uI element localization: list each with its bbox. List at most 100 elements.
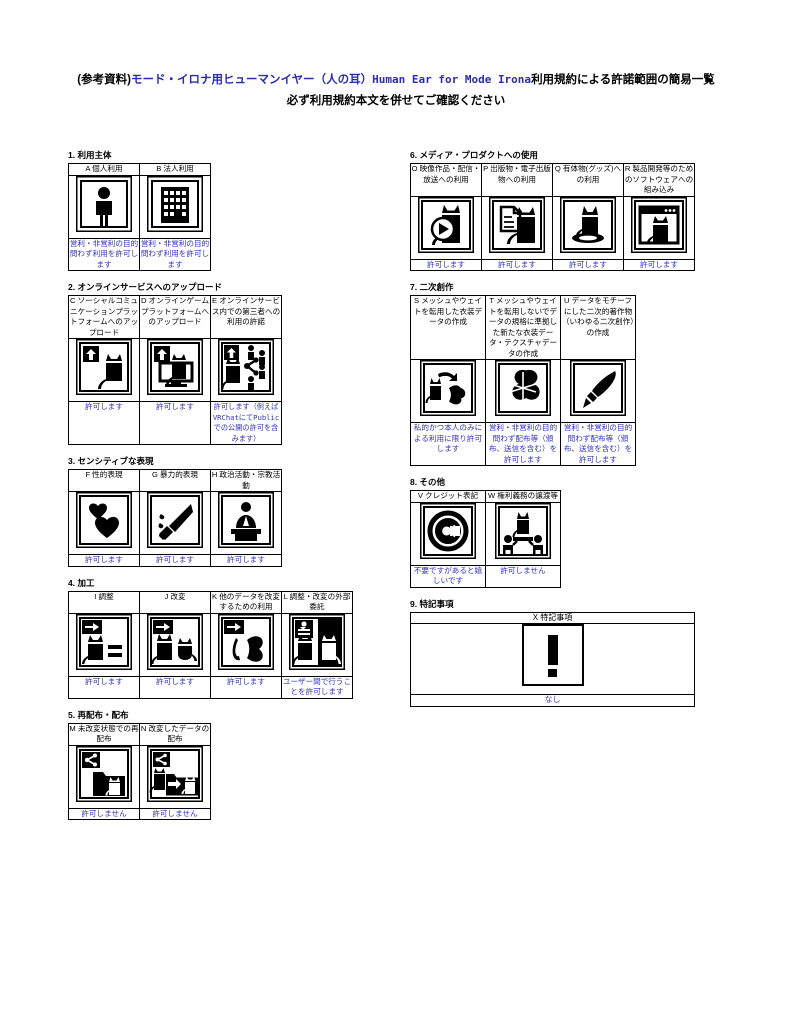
cell-header-C: C ソーシャルコミュニケーションプラットフォームへのアップロード	[68, 295, 140, 339]
section-9-table: X 特記事項 なし	[410, 611, 695, 707]
cell-icon-L	[281, 612, 353, 677]
cell-header-T: T メッシュやウェイトを転用しないでデータの規格に準拠した新たな衣装データ・テク…	[485, 295, 561, 360]
icon-row	[68, 491, 282, 555]
note-row: なし	[410, 694, 695, 707]
section-8: 8. その他 V クレジット表記 W 権利義務の譲渡等	[410, 477, 710, 588]
cell-header-U: U データをモチーフにした二次的著作物（いわゆる二次創作）の作成	[560, 295, 636, 360]
header-row: V クレジット表記 W 権利義務の譲渡等	[410, 490, 561, 503]
upload-share-people-icon	[218, 339, 274, 395]
cell-header-I: I 調整	[68, 590, 140, 614]
header-row: F 性的表現 G 暴力的表現 H 政治活動・宗教活動	[68, 469, 282, 492]
cell-note-S: 私的かつ本人のみによる利用に限り許可します	[410, 422, 486, 466]
cell-header-E: E オンラインサービス内での第三者への利用の許諾	[210, 295, 282, 339]
section-7-table: S メッシュやウェイトを転用した衣装データの作成 T メッシュやウェイトを転用し…	[410, 295, 636, 466]
cell-note-F: 許可します	[68, 554, 140, 567]
cell-icon-C	[68, 338, 140, 402]
icon-row	[410, 359, 636, 423]
cell-note-Q: 許可します	[552, 258, 624, 271]
header-row: I 調整 J 改変 K 他のデータを改変するための利用 L 調整・改変の外部委託	[68, 590, 353, 614]
cell-note-M: 許可しません	[68, 807, 140, 820]
cell-icon-H	[210, 491, 282, 555]
video-play-cat-icon	[418, 196, 474, 253]
cell-note-K: 許可します	[210, 675, 282, 699]
cell-header-N: N 改変したデータの配布	[139, 722, 211, 746]
arrow-tail-cloth-icon	[218, 613, 274, 670]
cell-header-G: G 暴力的表現	[139, 469, 211, 492]
cell-note-N: 許可しません	[139, 807, 211, 820]
cell-icon-T	[485, 359, 561, 423]
section-6-title: 6. メディア・プロダクトへの使用	[410, 150, 538, 160]
cell-header-L: L 調整・改変の外部委託	[281, 590, 353, 614]
upload-cat-icon	[76, 339, 132, 395]
section-2: 2. オンラインサービスへのアップロード C ソーシャルコミュニケーションプラッ…	[68, 282, 368, 445]
cell-icon-A	[68, 174, 140, 239]
cell-header-R: R 製品開発等のためのソフトウェアへの組み込み	[623, 163, 695, 197]
section-1-title: 1. 利用主体	[68, 150, 112, 160]
cell-icon-E	[210, 338, 282, 402]
section-7-title: 7. 二次創作	[410, 282, 454, 292]
section-1: 1. 利用主体 A 個人利用 B 法人利用	[68, 150, 368, 271]
title-product-ja: モード・イロナ用ヒューマンイヤー（人の耳）	[130, 74, 373, 86]
header-row: A 個人利用 B 法人利用	[68, 163, 211, 176]
section-6: 6. メディア・プロダクトへの使用 O 映像作品・配信・放送への利用 P 出版物…	[410, 150, 710, 271]
note-row: 許可しません 許可しません	[68, 807, 211, 820]
icon-row	[68, 744, 211, 809]
outsourcing-cats-icon	[289, 613, 345, 670]
icon-row	[68, 338, 282, 402]
cell-header-K: K 他のデータを改変するための利用	[210, 590, 282, 614]
cell-note-I: 許可します	[68, 675, 140, 699]
document-cat-icon	[489, 196, 545, 253]
software-window-cat-icon	[631, 196, 687, 253]
icon-row	[68, 612, 353, 677]
note-row: 許可します 許可します 許可します（例えばVRChatにてPublicでの公開の…	[68, 401, 282, 445]
title-subline: 必ず利用規約本文を併せてご確認ください	[286, 95, 506, 107]
cell-note-B: 営利・非営利の目的問わず利用を許可します	[139, 237, 211, 271]
cell-icon-R	[623, 195, 695, 260]
section-4-table: I 調整 J 改変 K 他のデータを改変するための利用 L 調整・改変の外部委託	[68, 590, 353, 699]
share-folder-modified-cat-icon	[147, 745, 203, 802]
arrow-cat-equals-icon	[76, 613, 132, 670]
section-4: 4. 加工 I 調整 J 改変 K 他のデータを改変するための利用 L 調整・改…	[68, 578, 368, 699]
cell-header-W: W 権利義務の譲渡等	[485, 490, 561, 503]
cell-note-E: 許可します（例えばVRChatにてPublicでの公開の許可を含みます）	[210, 401, 282, 445]
header-row: O 映像作品・配信・放送への利用 P 出版物・電子出版物への利用 Q 有体物(グ…	[410, 163, 695, 197]
arrow-two-cats-icon	[147, 613, 203, 670]
building-icon	[147, 175, 203, 232]
note-row: 不要ですがあると嬉しいです 許可しません	[410, 564, 561, 588]
cell-icon-B	[139, 174, 211, 239]
cell-icon-Q	[552, 195, 624, 260]
cell-note-V: 不要ですがあると嬉しいです	[410, 564, 486, 588]
share-folder-cat-icon	[76, 745, 132, 802]
title-suffix: 利用規約による許諾範囲の簡易一覧	[531, 74, 715, 86]
section-2-table: C ソーシャルコミュニケーションプラットフォームへのアップロード D オンライン…	[68, 295, 282, 445]
exclamation-icon	[521, 624, 584, 686]
cell-header-F: F 性的表現	[68, 469, 140, 492]
cell-note-R: 許可します	[623, 258, 695, 271]
cell-header-X: X 特記事項	[410, 611, 695, 624]
icon-row	[68, 174, 211, 239]
cell-icon-W	[485, 501, 561, 566]
cell-icon-P	[481, 195, 553, 260]
page-title: (参考資料)モード・イロナ用ヒューマンイヤー（人の耳）Human Ear for…	[66, 70, 726, 111]
cell-icon-D	[139, 338, 211, 402]
section-4-title: 4. 加工	[68, 577, 95, 588]
cell-note-P: 許可します	[481, 258, 553, 271]
person-icon	[76, 175, 132, 232]
copyright-icon	[420, 502, 476, 559]
cell-note-D: 許可します	[139, 401, 211, 445]
cell-icon-K	[210, 612, 282, 677]
header-row: X 特記事項	[410, 611, 695, 624]
cell-icon-J	[139, 612, 211, 677]
section-5: 5. 再配布・配布 M 未改変状態での再配布 N 改変したデータの配布	[68, 710, 368, 820]
paintbrush-icon	[570, 360, 626, 416]
figurine-cat-icon	[560, 196, 616, 253]
cell-icon-F	[68, 491, 140, 555]
cell-note-T: 営利・非営利の目的問わず配布等（頒布、送信を含む）を許可します	[485, 422, 561, 466]
section-6-table: O 映像作品・配信・放送への利用 P 出版物・電子出版物への利用 Q 有体物(グ…	[410, 163, 695, 271]
icon-row	[410, 195, 695, 260]
note-row: 許可します 許可します 許可します	[68, 554, 282, 567]
title-product-en: Human Ear for Mode Irona	[372, 73, 532, 86]
cell-header-J: J 改変	[139, 590, 211, 614]
cell-note-W: 許可しません	[485, 564, 561, 588]
